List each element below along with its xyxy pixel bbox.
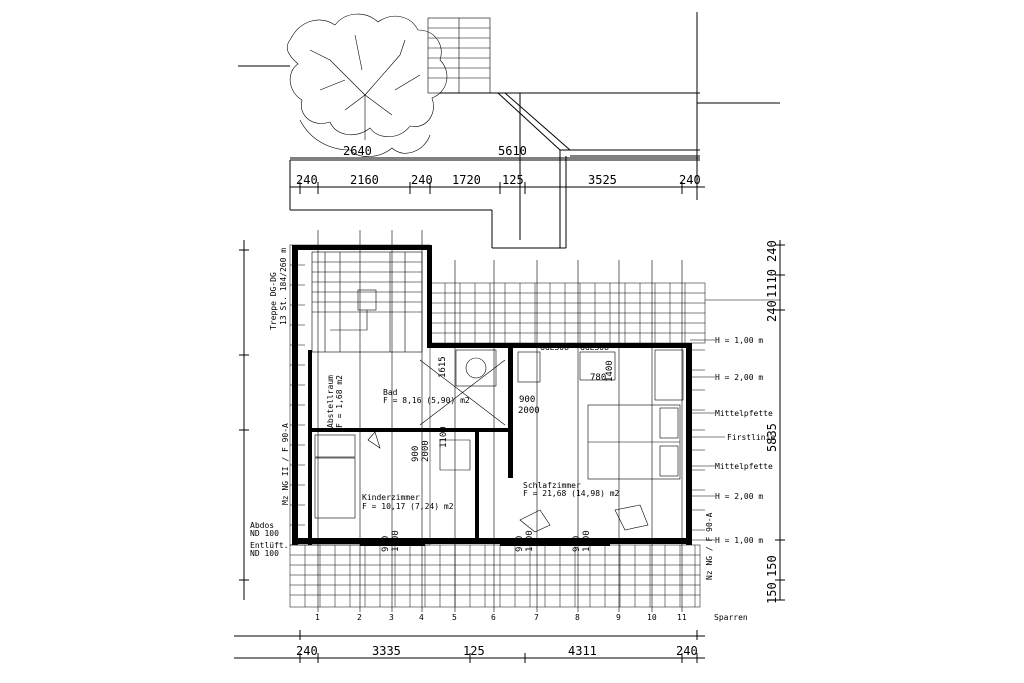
dim-bottom-1: 3335 xyxy=(372,644,401,658)
dim-right-3: 5835 xyxy=(765,423,779,452)
room-bedroom-name: Schlafzimmer xyxy=(523,481,581,490)
dim-top2-0: 240 xyxy=(296,173,318,187)
dim-inner-9: 1000 xyxy=(391,530,401,552)
rafter-number-2: 2 xyxy=(357,613,362,622)
dim-inner-3: 1100 xyxy=(439,426,449,448)
dim-inner-6: 900 xyxy=(411,446,421,462)
dim-inner-12: 950 xyxy=(572,536,582,552)
rafter-numbers: 1 2 3 4 5 6 7 8 9 10 11 xyxy=(315,613,687,622)
dim-inner-11: 1000 xyxy=(525,530,535,552)
height-1: H = 1,00 m xyxy=(715,336,763,345)
height-2: H = 2,00 m xyxy=(715,373,763,382)
dim-bottom-2: 125 xyxy=(463,644,485,658)
dim-inner-10: 950 xyxy=(515,536,525,552)
vent-2-size: ND 100 xyxy=(250,549,279,558)
dim-right-4: 150 xyxy=(765,555,779,577)
rafter-number-1: 1 xyxy=(315,613,320,622)
tree-illustration xyxy=(286,13,448,157)
walls xyxy=(292,245,692,546)
room-kids-area: F = 10,17 (7,24) m2 xyxy=(362,502,454,511)
dim-bottom-4: 240 xyxy=(676,644,698,658)
vent-2-label: Entlüft. xyxy=(250,541,289,550)
roof-outline xyxy=(238,12,780,249)
dim-top2-1: 2160 xyxy=(350,173,379,187)
rafter-number-10: 10 xyxy=(647,613,657,622)
dim-bottom-0: 240 xyxy=(296,644,318,658)
rafter-number-3: 3 xyxy=(389,613,394,622)
kids-room-fixtures xyxy=(314,431,381,519)
skylight-2-label: GGL308 xyxy=(580,343,609,352)
vent-1-label: Abdos xyxy=(250,521,274,530)
interior-stair xyxy=(311,251,423,353)
room-bedroom-area: F = 21,68 (14,98) m2 xyxy=(523,489,620,498)
height-4: H = 1,00 m xyxy=(715,536,763,545)
window-left-spec: Mz NG II / F 90-A xyxy=(281,423,290,505)
dim-right-1: 1110 xyxy=(765,269,779,298)
dim-bottom-3: 4311 xyxy=(568,644,597,658)
window-right-spec: Nz NG / F 90-A xyxy=(705,512,714,580)
dim-inner-5: 2000 xyxy=(518,406,540,416)
beam-3: Mittelpfette xyxy=(715,462,773,471)
rafter-number-4: 4 xyxy=(419,613,424,622)
vent-1-size: ND 100 xyxy=(250,529,279,538)
beam-1: Mittelpfette xyxy=(715,409,773,418)
rafter-number-9: 9 xyxy=(616,613,621,622)
room-labels: Bad F = 8,16 (5,90) m2 Abstellraum F = 1… xyxy=(326,375,620,511)
room-bath-name: Bad xyxy=(383,388,398,397)
bottom-dimension-row: 240 3335 125 4311 240 xyxy=(296,644,698,658)
annotations: Treppe DG-DG 13 St. 184/260 m Mz NG II /… xyxy=(250,248,775,622)
dim-inner-13: 1000 xyxy=(582,530,592,552)
bed xyxy=(587,349,684,480)
dim-top2-4: 125 xyxy=(502,173,524,187)
beam-2: Firstlinie xyxy=(727,433,775,442)
dim-inner-8: 950 xyxy=(381,536,391,552)
dim-right-5: 150 xyxy=(765,582,779,604)
dim-inner-2: 780 xyxy=(590,373,606,383)
rafter-number-6: 6 xyxy=(491,613,496,622)
rafter-label: Sparren xyxy=(714,613,748,622)
dim-top1-1: 5610 xyxy=(498,144,527,158)
bedroom-plants xyxy=(519,504,649,533)
room-closet-area: F = 1,68 m2 xyxy=(335,375,344,428)
rafter-number-11: 11 xyxy=(677,613,687,622)
roof-tiles xyxy=(289,244,706,608)
height-3: H = 2,00 m xyxy=(715,492,763,501)
dim-top1-0: 2640 xyxy=(343,144,372,158)
rafter-number-5: 5 xyxy=(452,613,457,622)
dim-right-2: 240 xyxy=(765,300,779,322)
rafter-number-8: 8 xyxy=(575,613,580,622)
right-dimension-column: 240 1110 240 5835 150 150 xyxy=(765,240,779,604)
dim-right-0: 240 xyxy=(765,240,779,262)
stair-label: Treppe DG-DG xyxy=(269,272,278,330)
top-dimension-row-1: 2640 5610 xyxy=(343,144,527,158)
dim-inner-7: 2000 xyxy=(421,440,431,462)
bath-fixtures xyxy=(419,349,616,471)
dim-top2-2: 240 xyxy=(411,173,433,187)
room-bath-area: F = 8,16 (5,90) m2 xyxy=(383,396,470,405)
rafter-number-7: 7 xyxy=(534,613,539,622)
skylight-1-label: GGL308 xyxy=(540,343,569,352)
exterior-stair xyxy=(427,17,491,94)
dim-top2-3: 1720 xyxy=(452,173,481,187)
top-dimension-row-2: 240 2160 240 1720 125 3525 240 xyxy=(296,173,701,187)
dim-inner-0: 1615 xyxy=(438,356,448,378)
dim-inner-4: 900 xyxy=(519,395,535,405)
dim-inner-1: 1400 xyxy=(605,360,615,382)
room-closet-name: Abstellraum xyxy=(326,375,335,428)
room-kids-name: Kinderzimmer xyxy=(362,493,420,502)
dim-top2-6: 240 xyxy=(679,173,701,187)
dim-top2-5: 3525 xyxy=(588,173,617,187)
rafter-lines xyxy=(317,230,780,612)
stair-spec: 13 St. 184/260 m xyxy=(279,248,288,325)
inner-dimensions: 1615 1400 780 1100 900 2000 900 2000 950… xyxy=(381,356,615,552)
